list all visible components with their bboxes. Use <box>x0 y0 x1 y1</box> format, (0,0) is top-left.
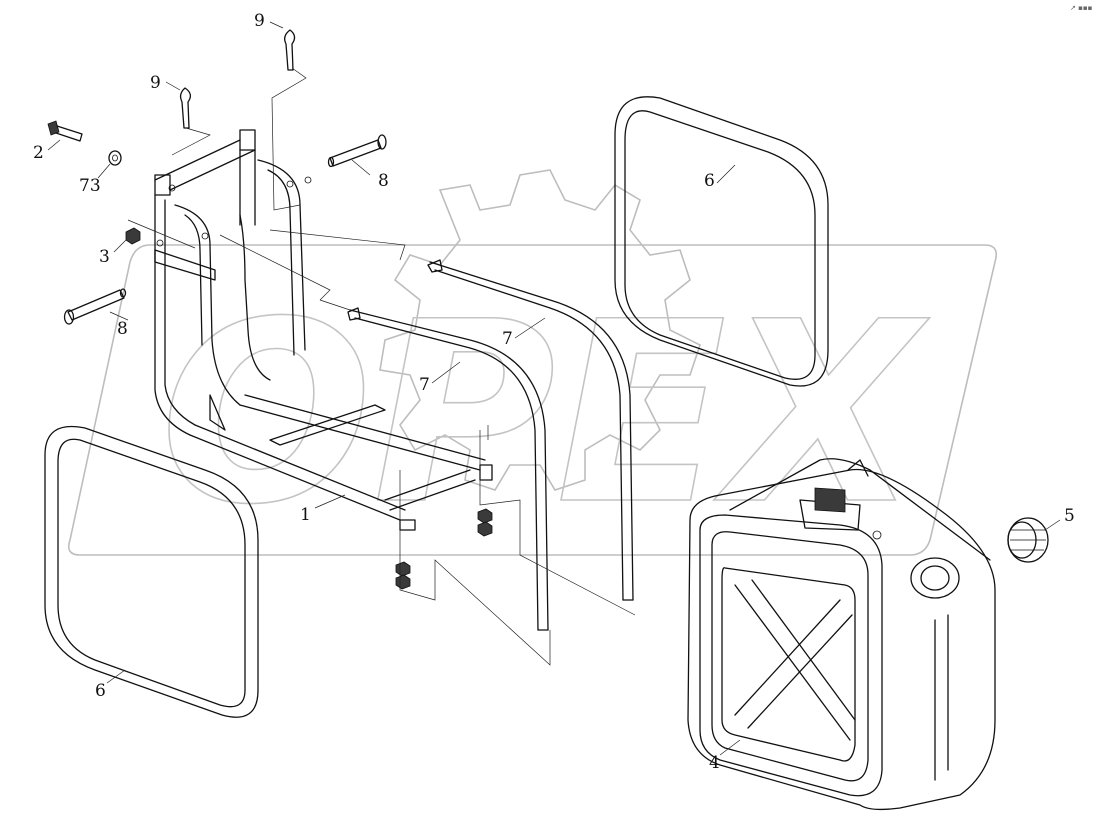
cotter-lower <box>179 87 192 129</box>
watermark-text: OPEX <box>160 268 930 559</box>
strap-back <box>427 259 634 601</box>
leader-lines <box>47 21 1061 756</box>
callout-frame: 1 <box>300 505 311 525</box>
pin-lower <box>63 288 127 325</box>
fuel-tank <box>687 458 996 811</box>
callout-nut: 3 <box>99 247 110 267</box>
callout-pin-upper: 8 <box>378 171 389 191</box>
strap-front <box>347 307 549 631</box>
corner-mark: ↗ ▪▪▪ <box>1070 4 1093 12</box>
callout-pad-lower: 6 <box>95 681 106 701</box>
cotter-upper <box>284 29 296 71</box>
small-nuts <box>395 508 493 590</box>
callout-cotter-upper: 9 <box>254 11 265 31</box>
pin-upper <box>327 134 387 168</box>
callout-tank: 4 <box>709 753 720 773</box>
callout-bolt: 2 <box>33 143 44 163</box>
callout-cotter-lower: 9 <box>150 73 161 93</box>
callout-strap-front: 7 <box>419 375 430 395</box>
pad-upper <box>614 96 829 387</box>
callout-pad-upper: 6 <box>704 171 715 191</box>
bolt <box>47 120 83 142</box>
watermark-band <box>67 244 998 556</box>
tank-cap <box>1007 517 1049 563</box>
callout-strap-back: 7 <box>502 329 513 349</box>
watermark-gear <box>379 169 701 491</box>
watermark: OPEX <box>67 169 998 560</box>
callout-pin-lower: 8 <box>117 319 128 339</box>
washer <box>108 150 122 166</box>
pad-lower <box>44 425 259 718</box>
nut <box>125 227 141 245</box>
frame <box>154 129 493 531</box>
callout-labels: 1 2 3 4 5 6 6 7 7 8 8 9 9 73 <box>33 11 1075 773</box>
callout-washer: 73 <box>79 176 101 196</box>
callout-cap: 5 <box>1064 506 1075 526</box>
